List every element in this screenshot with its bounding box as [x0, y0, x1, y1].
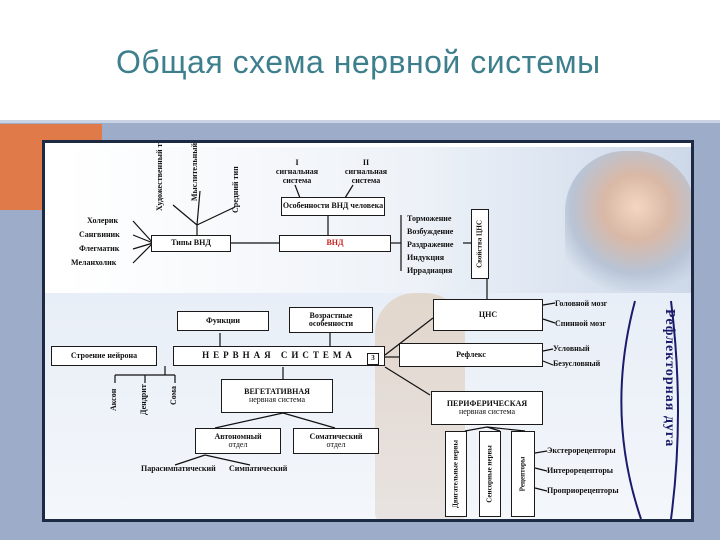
process-excitation: Возбуждение: [407, 227, 454, 236]
sympathetic-label: Симпатический: [229, 464, 288, 473]
divider: [0, 120, 720, 123]
badge-number: 3: [367, 353, 379, 365]
title-band: [0, 0, 720, 120]
peripheral-ns-box: ПЕРИФЕРИЧЕСКАЯ нервная система: [431, 391, 543, 425]
neuron-dendrite: Дендрит: [139, 384, 148, 415]
nervous-system-box: НЕРВНАЯ СИСТЕМА: [173, 346, 385, 366]
parasympathetic-label: Парасимпатический: [141, 464, 216, 473]
type-label-thinking: Мыслительный тип: [190, 140, 199, 201]
temperament-choleric: Холерик: [87, 216, 119, 225]
cns-properties-box: Свойства ЦНС: [471, 209, 489, 279]
signal-system-1: I сигнальная система: [275, 158, 319, 185]
connector-lines: [114, 184, 679, 519]
receptor-extero: Экстерорецепторы: [547, 446, 616, 455]
sensory-nerves-box: Сенсорные нервы: [479, 431, 501, 517]
reflex-conditioned: Условный: [553, 344, 590, 353]
reflex-box: Рефлекс: [399, 343, 543, 367]
temperament-sanguine: Сангвиник: [79, 230, 120, 239]
reflex-unconditioned: Безусловный: [553, 359, 601, 368]
vegetative-ns-box: ВЕГЕТАТИВНАЯ нервная система: [221, 379, 333, 413]
process-irritation: Раздражение: [407, 240, 454, 249]
process-irradiation: Иррадиация: [407, 266, 453, 275]
signal-system-2: II сигнальная система: [344, 158, 388, 185]
receptor-intero: Интерорецепторы: [547, 466, 614, 475]
vnd-types-box: Типы ВНД: [151, 235, 231, 252]
motor-nerves-box: Двигательные нервы: [445, 431, 467, 517]
receptors-box: Рецепторы: [511, 431, 535, 517]
process-induction: Индукция: [407, 253, 445, 262]
functions-box: Функции: [177, 311, 269, 331]
nervous-system-diagram: Художественный тип Мыслительный тип Сред…: [42, 140, 694, 522]
reflex-arc-label: Рефлекторная дуга: [662, 309, 677, 448]
temperament-melancholic: Меланхолик: [71, 258, 117, 267]
vnd-box: ВНД: [279, 235, 391, 252]
brain-label: Головной мозг: [555, 299, 608, 308]
head-brain-image: [565, 151, 691, 291]
temperament-phlegmatic: Флегматик: [79, 244, 120, 253]
somatic-section-box: Соматический отдел: [293, 428, 379, 454]
receptor-proprio: Проприорецепторы: [547, 486, 619, 495]
slide-title: Общая схема нервной системы: [116, 44, 601, 80]
cns-box: ЦНС: [433, 299, 543, 331]
neuron-axon: Аксон: [109, 388, 118, 411]
neuron-soma: Сома: [169, 385, 178, 405]
neuron-structure-box: Строение нейрона: [51, 346, 157, 366]
type-label-artistic: Художественный тип: [155, 140, 164, 211]
process-inhibition: Торможение: [407, 214, 452, 223]
age-features-box: Возрастные особенности: [289, 307, 373, 333]
autonomic-section-box: Автономный отдел: [195, 428, 281, 454]
type-label-middle: Средний тип: [231, 166, 240, 213]
spinal-cord-label: Спинной мозг: [555, 319, 607, 328]
vnd-features-box: Особенности ВНД человека: [281, 197, 385, 216]
